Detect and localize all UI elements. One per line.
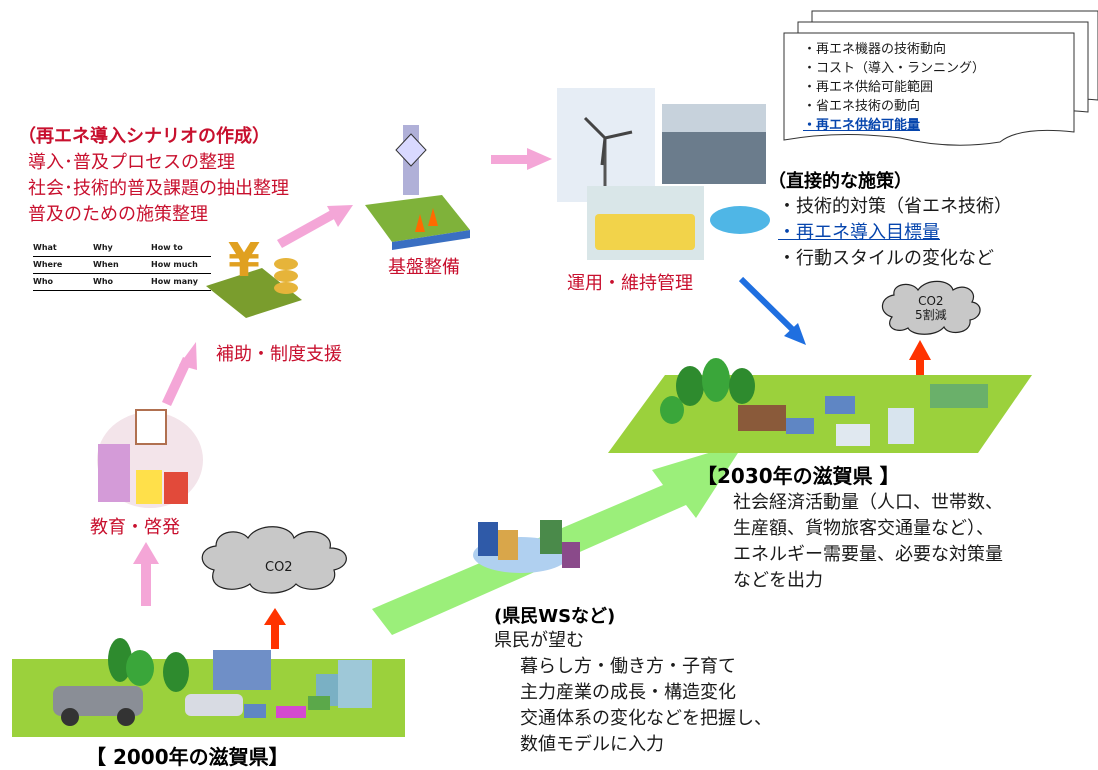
direct-measure-item: ・技術的対策（省エネ技術）: [778, 196, 1012, 217]
direct-measure-link[interactable]: ・再エネ導入目標量: [778, 222, 940, 243]
town-2030-illustration: [660, 358, 988, 446]
document-item: ・再エネ供給可能範囲: [803, 80, 934, 95]
document-item: ・再エネ機器の技術動向: [803, 42, 947, 57]
education-label: 教育・啓発: [90, 517, 180, 538]
operation-label: 運用・維持管理: [567, 273, 693, 294]
shiga-2030-line: 生産額、貨物旅客交通量など）、: [733, 518, 994, 539]
document-item: ・省エネ技術の動向: [803, 99, 921, 114]
co2-cloud-2030: [881, 280, 981, 335]
shiga-2030-title: 【2030年の滋賀県 】: [697, 464, 900, 488]
workshop-line: 交通体系の変化などを把握し、: [520, 708, 772, 729]
infrastructure-label: 基盤整備: [388, 257, 460, 278]
five-w-cell: Why: [93, 243, 113, 252]
infrastructure-icon: [365, 125, 470, 250]
five-w-cell: Who: [33, 277, 54, 286]
co2-label-2030-line1: CO2: [918, 294, 944, 308]
five-w-cell: When: [93, 260, 119, 269]
five-w-cell: Where: [33, 260, 63, 269]
town-2000-illustration: [53, 638, 372, 726]
workshop-line: 県民が望む: [494, 630, 584, 651]
subsidy-yen-icon: ¥: [206, 233, 302, 318]
co2-label-2030-line2: 5割減: [915, 308, 947, 322]
workshop-line: 数値モデルに入力: [520, 734, 664, 755]
co2-arrow-2030: [909, 340, 931, 386]
five-w-cell: How many: [151, 277, 199, 286]
scenario-item: 導入･普及プロセスの整理: [28, 152, 235, 173]
co2-arrow-2000: [264, 608, 286, 649]
direct-measure-item: ・行動スタイルの変化など: [778, 248, 994, 269]
scenario-item: 社会･技術的普及課題の抽出整理: [28, 178, 289, 199]
document-stack-icon: [783, 10, 1098, 146]
shiga-2030-line: などを出力: [733, 570, 823, 591]
shiga-2000-title: 【 2000年の滋賀県】: [86, 745, 289, 769]
direct-measures-title: （直接的な施策）: [768, 171, 912, 192]
scenario-item: 普及のための施策整理: [28, 204, 208, 225]
co2-label-2030: CO2 5割減: [915, 294, 947, 322]
document-list: ・再エネ機器の技術動向 ・コスト（導入・ランニング） ・再エネ供給可能範囲 ・省…: [803, 40, 985, 135]
pink-arrow-to-infrastructure: [277, 205, 353, 248]
education-illustration: [97, 409, 203, 508]
svg-text:¥: ¥: [228, 233, 260, 287]
co2-cloud-2000: [201, 526, 347, 594]
workshop-title: (県民WSなど): [494, 606, 616, 627]
scenario-title: （再エネ導入シナリオの作成）: [18, 126, 270, 147]
shiga-2030-line: 社会経済活動量（人口、世帯数、: [733, 492, 1003, 513]
five-w-cell: What: [33, 243, 57, 252]
five-w-row: Who Who How many: [33, 274, 211, 291]
five-w-table: What Why How to Where When How much Who …: [33, 240, 211, 291]
five-w-cell: Who: [93, 277, 114, 286]
workshop-illustration: [473, 520, 580, 573]
five-w-cell: How much: [151, 260, 198, 269]
shiga-2030-line: エネルギー需要量、必要な対策量: [733, 544, 1003, 565]
document-link[interactable]: ・再エネ供給可能量: [803, 118, 921, 133]
five-w-row: What Why How to: [33, 240, 211, 257]
electric-car-icon: [710, 206, 770, 234]
workshop-line: 暮らし方・働き方・子育て: [520, 656, 736, 677]
blue-arrow-to-2030: [738, 276, 806, 345]
document-item: ・コスト（導入・ランニング）: [803, 61, 986, 76]
pink-arrow-up-to-education: [133, 542, 159, 606]
workshop-line: 主力産業の成長・構造変化: [520, 682, 736, 703]
co2-label-2000: CO2: [265, 560, 293, 575]
five-w-row: Where When How much: [33, 257, 211, 274]
subsidy-label: 補助・制度支援: [216, 344, 342, 365]
pink-arrow-to-operation: [491, 148, 552, 170]
pink-arrow-to-subsidy: [162, 342, 197, 406]
five-w-cell: How to: [151, 243, 183, 252]
